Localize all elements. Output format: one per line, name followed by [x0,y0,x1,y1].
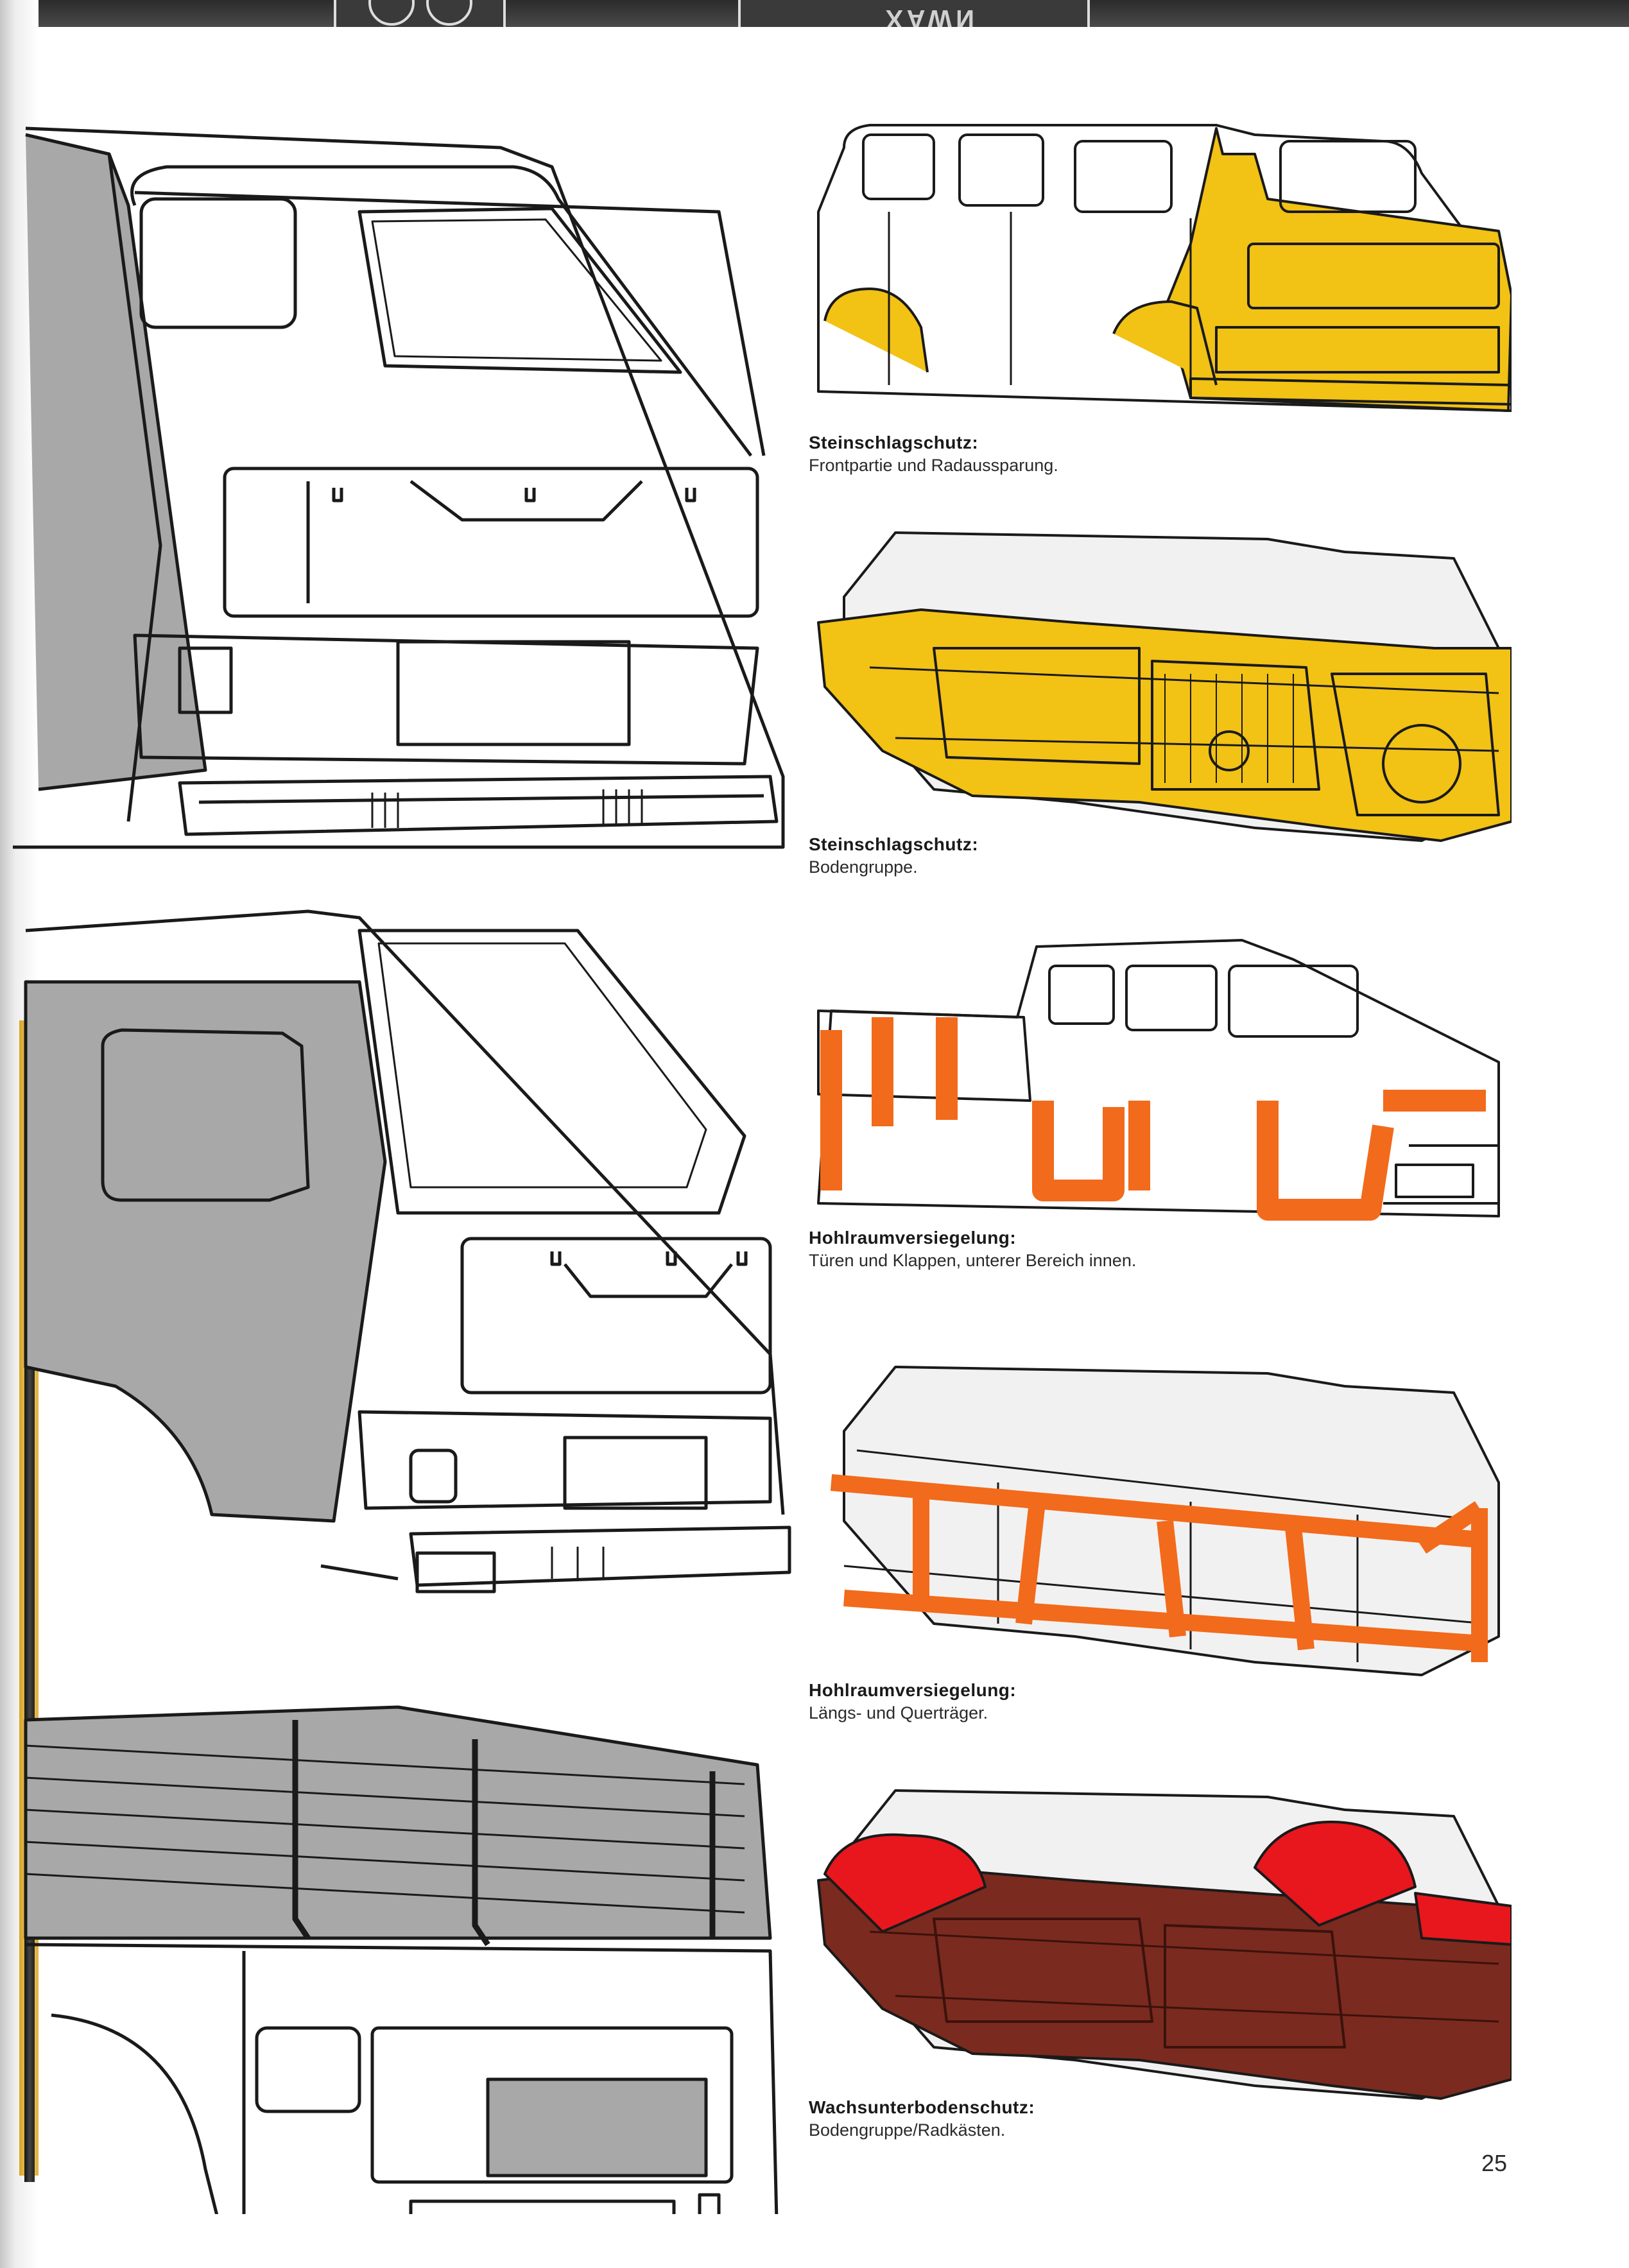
scan-top-edge: XAWN [0,0,1629,27]
rear-view-crew-cab [24,909,791,1594]
top-edge-box-2 [738,0,1090,27]
caption-desc: Bodengruppe. [809,857,918,877]
emblem-icon [368,0,472,26]
mirrored-text: XAWN [886,4,978,27]
caption-2: Steinschlagschutz: Bodengruppe. [809,834,978,877]
illustration-wax-underbody [817,1789,1512,2100]
rear-view-pickup [24,1705,779,2214]
illustration-cavity-doors [817,939,1500,1221]
caption-desc: Frontpartie und Radaussparung. [809,456,1058,475]
top-edge-box [334,0,506,27]
caption-desc: Längs- und Querträger. [809,1703,988,1722]
caption-desc: Bodengruppe/Radkästen. [809,2120,1006,2140]
caption-desc: Türen und Klappen, unterer Bereich innen… [809,1251,1137,1270]
caption-5: Wachsunterbodenschutz: Bodengruppe/Radkä… [809,2097,1035,2140]
caption-1: Steinschlagschutz: Frontpartie und Radau… [809,433,1058,476]
illustration-stone-chip-front [817,124,1512,412]
caption-title: Hohlraumversiegelung: [809,1228,1017,1248]
caption-title: Wachsunterbodenschutz: [809,2097,1035,2117]
caption-3: Hohlraumversiegelung: Türen und Klappen,… [809,1228,1136,1271]
page-number: 25 [1481,2150,1508,2176]
caption-4: Hohlraumversiegelung: Längs- und Querträ… [809,1680,1016,1723]
rear-views-illustration [13,126,791,2214]
caption-title: Steinschlagschutz: [809,433,979,452]
caption-title: Hohlraumversiegelung: [809,1680,1017,1700]
rear-view-van [13,126,785,849]
caption-title: Steinschlagschutz: [809,834,979,854]
illustration-cavity-rails [830,1366,1500,1676]
illustration-stone-chip-floor [817,531,1512,842]
